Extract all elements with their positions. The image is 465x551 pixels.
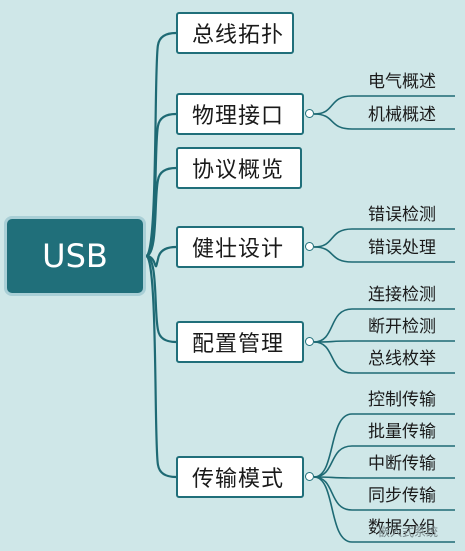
branch-node-robust-design[interactable]: 健壮设计 [176,226,304,268]
root-label: USB [42,237,108,275]
connector-root-branch-2 [145,166,177,258]
collapse-toggle-transfer-modes[interactable] [305,472,314,481]
collapse-toggle-config-management[interactable] [305,337,314,346]
connector-leaf-0-0 [313,95,455,115]
connector-leaf-2-0 [313,308,455,343]
leaf-bulk-transfer[interactable]: 批量传输 [368,422,436,442]
branch-node-physical-interface[interactable]: 物理接口 [176,93,304,135]
connector-leaf-3-2 [313,476,455,479]
connector-leaf-0-1 [313,113,455,130]
branch-label: 配置管理 [192,332,285,357]
collapse-toggle-physical-interface[interactable] [305,109,314,118]
branch-label: 健壮设计 [192,237,285,262]
leaf-electrical-overview[interactable]: 电气概述 [368,72,436,92]
collapse-toggle-robust-design[interactable] [305,242,314,251]
connector-leaf-3-3 [313,476,455,511]
leaf-connect-detection[interactable]: 连接检测 [368,285,436,305]
leaf-error-detection[interactable]: 错误检测 [368,205,436,225]
connector-root-branch-5 [144,254,177,479]
leaf-interrupt-transfer[interactable]: 中断传输 [368,454,436,474]
branch-node-transfer-modes[interactable]: 传输模式 [176,456,304,498]
leaf-bus-enumeration[interactable]: 总线枚举 [368,349,436,369]
branch-label: 物理接口 [192,104,285,129]
leaf-mechanical-overview[interactable]: 机械概述 [368,105,436,125]
connector-leaf-3-1 [313,445,455,478]
connector-leaf-2-2 [313,341,455,374]
connector-leaf-1-1 [313,246,455,263]
leaf-error-handling[interactable]: 错误处理 [368,238,436,258]
branch-label: 总线拓扑 [192,23,285,48]
connector-root-branch-4 [145,254,177,344]
connector-leaf-1-0 [313,228,455,248]
connector-leaf-2-1 [313,340,455,343]
branch-label: 协议概览 [192,158,285,183]
connector-leaf-3-0 [313,413,455,478]
branch-label: 传输模式 [192,467,285,492]
root-node-usb[interactable]: USB [4,216,146,296]
leaf-isochronous-transfer[interactable]: 同步传输 [368,486,436,506]
leaf-disconnect-detection[interactable]: 断开检测 [368,317,436,337]
branch-node-config-management[interactable]: 配置管理 [176,321,304,363]
watermark-label: 嵌入式系统 [378,525,439,539]
branch-node-protocol-overview[interactable]: 协议概览 [176,147,302,189]
connector-root-branch-1 [144,112,177,258]
connector-root-branch-3 [145,245,177,268]
connector-root-branch-0 [144,31,177,258]
connector-leaf-3-4 [313,476,455,543]
leaf-control-transfer[interactable]: 控制传输 [368,390,436,410]
branch-node-bus-topology[interactable]: 总线拓扑 [176,12,294,54]
leaf-data-packet[interactable]: 数据分组 [368,518,436,538]
